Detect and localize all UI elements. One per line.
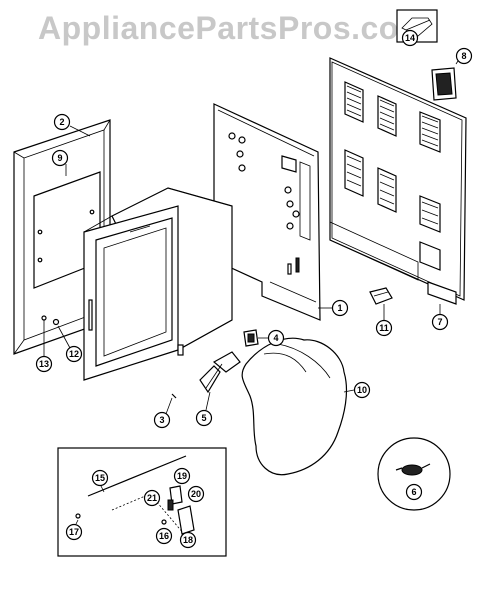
callout-3: 3 — [159, 415, 164, 425]
part-3-screw — [171, 393, 177, 399]
part-7-back-panel — [329, 57, 467, 305]
callout-2: 2 — [59, 117, 64, 127]
part-11-bracket — [369, 287, 393, 305]
callout-5: 5 — [201, 413, 206, 423]
callout-7: 7 — [437, 317, 442, 327]
callout-16: 16 — [159, 531, 169, 541]
callout-20: 20 — [191, 489, 201, 499]
part-10-insulation — [241, 337, 348, 476]
part-1-side-panel — [213, 103, 321, 321]
part-6-thermostat — [377, 437, 451, 511]
part-8-vent-cover — [431, 67, 457, 101]
oven-cavity-box — [83, 187, 233, 381]
callout-11: 11 — [379, 323, 389, 333]
callout-12: 12 — [69, 349, 79, 359]
callout-17: 17 — [69, 527, 79, 537]
callout-10: 10 — [357, 385, 367, 395]
callout-4: 4 — [273, 333, 278, 343]
part-4-clip — [243, 329, 259, 347]
callout-6: 6 — [411, 487, 416, 497]
callout-21: 21 — [147, 493, 157, 503]
callout-19: 19 — [177, 471, 187, 481]
callout-13: 13 — [39, 359, 49, 369]
watermark-text: AppliancePartsPros.com — [38, 10, 428, 46]
callout-18: 18 — [183, 535, 193, 545]
callout-8: 8 — [461, 51, 466, 61]
callout-15: 15 — [95, 473, 105, 483]
callout-9: 9 — [57, 153, 62, 163]
inset-panel — [57, 447, 227, 557]
callouts: 1 2 3 4 5 6 7 8 9 10 — [35, 29, 473, 549]
callout-14: 14 — [405, 33, 415, 43]
part-5-hinge — [199, 351, 241, 394]
callout-1: 1 — [337, 303, 342, 313]
